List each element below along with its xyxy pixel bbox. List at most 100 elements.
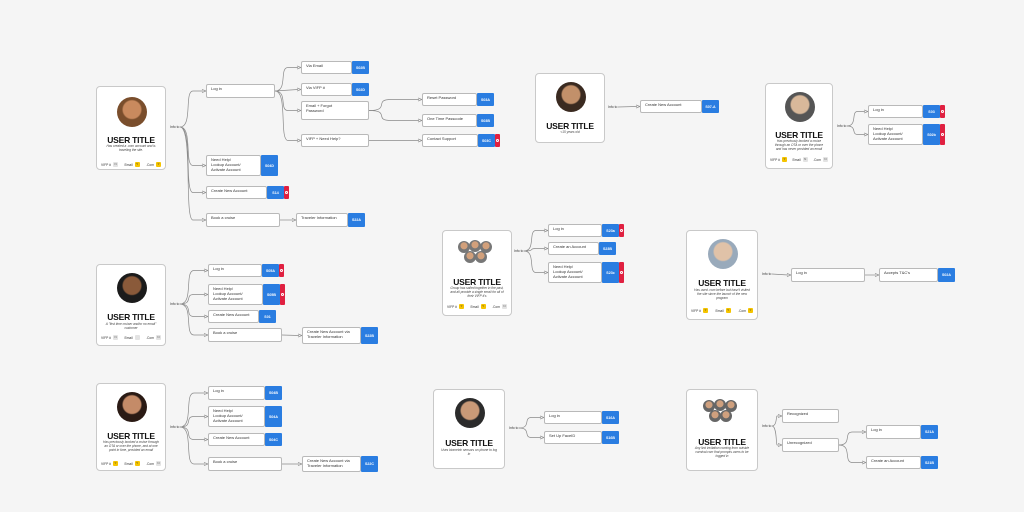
avatar	[117, 273, 147, 303]
flow-step-box[interactable]: Log in	[544, 411, 602, 424]
flow-step-box[interactable]: Recognized	[782, 409, 839, 423]
screen-id-badge[interactable]: S03C	[478, 134, 495, 147]
screen-id-badge[interactable]: S02B	[352, 61, 369, 74]
flow-step-box[interactable]: Reset Password	[422, 93, 477, 106]
alert-flag-icon	[940, 105, 945, 118]
flow-step-box[interactable]: Via VIFP #	[301, 83, 352, 96]
screen-id-badge[interactable]: S02D	[352, 83, 369, 96]
flow-step-box[interactable]: Log in	[208, 386, 265, 400]
flow-step-box[interactable]: Need Help/ Lookup Account/ Activate Acco…	[208, 284, 263, 305]
flow-step-label: Need Help/ Lookup Account/ Activate Acco…	[553, 264, 583, 279]
screen-id-badge[interactable]: S22B	[361, 327, 378, 344]
flow-step-box[interactable]: Log in	[866, 425, 921, 439]
flow-step-box[interactable]: Traveler Information	[296, 213, 348, 227]
avatar	[556, 82, 586, 112]
connector-line	[838, 444, 863, 463]
tag-label: .Com	[492, 304, 500, 309]
tag-chip: Y	[155, 162, 161, 167]
flow-step-box[interactable]: Need Help/ Lookup Account/ Activate Acco…	[868, 124, 923, 145]
user-description: Uses biometric sensors on phone to log i…	[441, 448, 497, 456]
flow-step-label: Create New Account	[213, 435, 250, 440]
screen-id-badge[interactable]: S05B	[263, 284, 280, 305]
connector-line	[518, 417, 541, 429]
screen-id-badge[interactable]: S23a	[602, 224, 619, 237]
flow-step-box[interactable]: Create New Account via Traveler Informat…	[302, 456, 361, 472]
flow-step-box[interactable]: Create New Account via Traveler Informat…	[302, 327, 361, 344]
screen-id-badge[interactable]: S04C	[265, 433, 282, 446]
flow-step-box[interactable]: Unrecognized	[782, 438, 839, 452]
flow-step-box[interactable]: Create an Account	[548, 242, 599, 255]
flow-step-label: VIFP + Need Help?	[306, 136, 341, 141]
screen-id-badge[interactable]: S21A	[921, 425, 938, 439]
flow-step-label: Need Help/ Lookup Account/ Activate Acco…	[873, 126, 903, 141]
flow-step-box[interactable]: Accepts T&C's	[879, 268, 938, 282]
flow-step-box[interactable]: Create New Account	[206, 186, 267, 199]
connector-line	[523, 250, 545, 273]
screen-id-badge[interactable]: S16A	[602, 411, 619, 424]
flow-step-box[interactable]: One Time Passcode	[422, 114, 477, 127]
tag-label: VIFP #	[770, 157, 781, 162]
screen-id-badge[interactable]: S07-A	[702, 100, 719, 113]
avatar	[714, 399, 727, 412]
screen-id-badge[interactable]: S04A	[265, 406, 282, 427]
screen-id-badge[interactable]: S22A	[348, 213, 365, 227]
flow-step-box[interactable]: Create New Account	[208, 310, 259, 323]
flow-step-box[interactable]: Via Email	[301, 61, 352, 74]
flow-step-box[interactable]: Set Up FaceID	[544, 431, 602, 444]
tag-chip: N	[113, 335, 119, 340]
flow-step-box[interactable]: Create New Account	[640, 100, 702, 113]
screen-id-badge[interactable]: S22C	[361, 456, 378, 472]
screen-id-badge[interactable]: S03A	[477, 93, 494, 106]
screen-id-badge[interactable]: S05A	[262, 264, 279, 277]
flow-step-label: Log in	[553, 226, 564, 231]
edge-label: Info to	[608, 105, 618, 109]
flow-step-box[interactable]: Create New Account	[208, 433, 265, 446]
flow-step-box[interactable]: Contact Support	[422, 134, 478, 147]
flow-step-box[interactable]: Create an Account	[866, 456, 921, 469]
user-card[interactable]: USER TITLE<15 years old	[535, 73, 605, 143]
screen-id-badge[interactable]: S02b	[923, 124, 940, 145]
flow-step-box[interactable]: Book a cruise	[206, 213, 280, 227]
screen-id-badge[interactable]: S03B	[477, 114, 494, 127]
flow-step-box[interactable]: Log in	[791, 268, 865, 282]
screen-id-badge[interactable]: S04D	[261, 155, 278, 176]
screen-id-badge[interactable]: S01	[259, 310, 276, 323]
screen-id-badge[interactable]: S04B	[265, 386, 282, 400]
flow-step-box[interactable]: Log in	[206, 84, 275, 98]
flow-step-label: Set Up FaceID	[549, 433, 576, 438]
screen-id-badge[interactable]: S23B	[599, 242, 616, 255]
avatar	[480, 241, 493, 254]
flow-step-box[interactable]: Email + Forgot Password	[301, 101, 369, 120]
flow-step-box[interactable]: Log in	[868, 105, 923, 118]
flow-step-box[interactable]: Log in	[208, 264, 262, 277]
screen-id-badge[interactable]: S02A	[938, 268, 955, 282]
screen-id-badge[interactable]: S16B	[602, 431, 619, 444]
connector-line	[771, 415, 779, 427]
flow-step-box[interactable]: Log in	[548, 224, 602, 237]
flow-step-box[interactable]: Need Help/ Lookup Account/ Activate Acco…	[208, 406, 265, 427]
user-description: <15 years old	[560, 130, 580, 134]
screen-id-badge[interactable]: S14	[267, 186, 284, 199]
screen-id-badge[interactable]: S23c	[602, 262, 619, 283]
flow-step-box[interactable]: Book a cruise	[208, 457, 282, 471]
tag-item: VIFP #N	[101, 162, 119, 167]
screen-id-badge[interactable]: S21B	[921, 456, 938, 469]
flow-step-box[interactable]: Need Help/ Lookup Account/ Activate Acco…	[206, 155, 261, 176]
flow-step-box[interactable]: Need Help/ Lookup Account/ Activate Acco…	[548, 262, 602, 283]
flow-step-box[interactable]: VIFP + Need Help?	[301, 134, 369, 147]
flow-step-box[interactable]: Book a cruise	[208, 328, 282, 342]
screen-id-badge[interactable]: S03	[923, 105, 940, 118]
